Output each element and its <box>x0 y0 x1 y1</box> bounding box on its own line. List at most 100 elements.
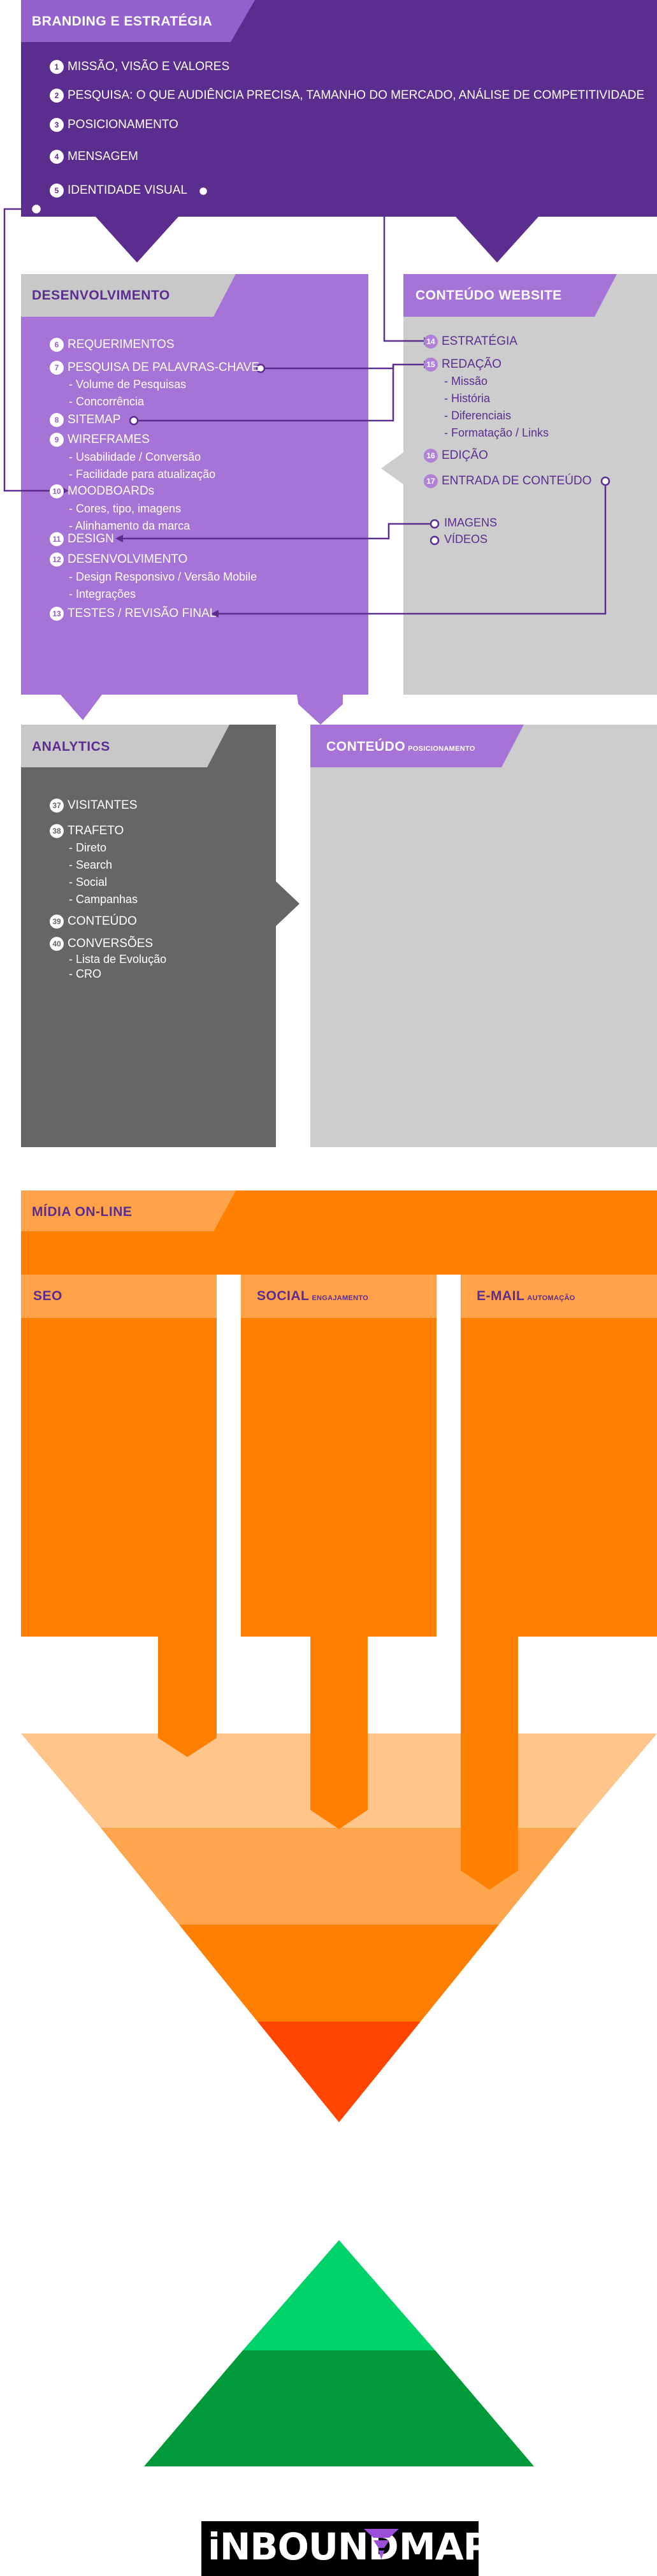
midia-title: MÍDIA ON-LINE <box>32 1205 133 1219</box>
funnel-layer-4 <box>257 2022 421 2122</box>
step-number: 39 <box>50 915 64 929</box>
step-number: 13 <box>50 607 64 621</box>
step-number: 4 <box>50 150 64 164</box>
seo-column-header <box>21 1275 217 1318</box>
inbound-map-logo: iNBOUND MAP <box>201 2521 490 2576</box>
list-item: 1 MISSÃO, VISÃO E VALORES <box>50 60 229 74</box>
social-column-title-text: SOCIAL <box>257 1289 310 1303</box>
analytics-panel <box>21 725 300 1147</box>
list-item: 39 CONTEÚDO <box>50 915 137 929</box>
sub-item: - Social <box>69 876 108 888</box>
step-label: CONVERSÕES <box>68 937 154 950</box>
list-item: 6 REQUERIMENTOS <box>50 338 175 352</box>
step-number: 12 <box>50 553 64 567</box>
step-number: 2 <box>50 89 64 103</box>
email-column-body <box>461 1318 657 1637</box>
list-item: 40 CONVERSÕES <box>50 937 153 951</box>
midia-band <box>21 1231 657 1275</box>
seo-column-title-text: SEO <box>33 1289 62 1303</box>
step-number: 6 <box>50 338 64 352</box>
step-number: 16 <box>424 449 438 463</box>
conteudo-website-header <box>403 274 617 317</box>
list-item: 3 POSICIONAMENTO <box>50 118 178 132</box>
sub-item: - Lista de Evolução <box>69 953 167 966</box>
sub-item: - Facilidade para atualização <box>69 468 216 481</box>
extra-item-imagens: IMAGENS <box>444 516 498 529</box>
desenvolvimento-title: DESENVOLVIMENTO <box>32 288 170 303</box>
sub-item: - Usabilidade / Conversão <box>69 451 201 463</box>
analytics-title: ANALYTICS <box>32 739 110 754</box>
step-label: REQUERIMENTOS <box>68 338 175 351</box>
social-tail <box>310 1637 368 1829</box>
step-number: 3 <box>50 118 64 132</box>
step-number: 8 <box>50 413 64 427</box>
logo-text-right: MAP <box>399 2525 490 2568</box>
sub-item: - Search <box>69 858 113 871</box>
step-number: 17 <box>424 474 438 488</box>
funnel-layer-3 <box>179 1925 499 2022</box>
social-column-body <box>241 1318 437 1637</box>
seo-column-body <box>21 1318 217 1637</box>
seo-column-title: SEO <box>33 1289 65 1304</box>
step-number: 11 <box>50 532 64 546</box>
step-number: 14 <box>424 335 438 349</box>
desenvolvimento-header-purple <box>213 274 368 317</box>
step-label: MENSAGEM <box>68 150 138 163</box>
midia-header-dark <box>213 1190 657 1231</box>
social-column-subtitle: ENGAJAMENTO <box>312 1294 369 1302</box>
sub-item: - Alinhamento da marca <box>69 519 191 532</box>
step-label: CONTEÚDO <box>68 915 137 928</box>
step-label: MISSÃO, VISÃO E VALORES <box>68 60 230 73</box>
sub-item: - CRO <box>69 967 101 980</box>
sub-item: - Integrações <box>69 588 136 600</box>
funnel-layer-2 <box>101 1828 577 1925</box>
pyramid-bottom <box>144 2350 534 2466</box>
conteudo-posicionamento-panel <box>310 725 657 1147</box>
desenvolvimento-header-gray <box>21 274 236 317</box>
sub-item: - História <box>444 392 491 405</box>
pyramid-top <box>243 2240 435 2350</box>
email-column-subtitle: AUTOMAÇÃO <box>527 1294 575 1302</box>
step-label: PESQUISA DE PALAVRAS-CHAVE <box>68 361 259 374</box>
sub-item: - Design Responsivo / Versão Mobile <box>69 570 257 583</box>
step-number: 38 <box>50 824 64 838</box>
step-label: VISITANTES <box>68 799 138 812</box>
conteudo-posicionamento-subtitle: POSICIONAMENTO <box>408 745 475 753</box>
extra-item-videos: VÍDEOS <box>444 533 488 546</box>
step-label: ESTRATÉGIA <box>442 335 517 348</box>
sub-item: - Missão <box>444 375 488 387</box>
email-column-title-text: E-MAIL <box>477 1289 525 1303</box>
sub-item: - Direto <box>69 841 107 854</box>
branding-tab <box>21 0 255 42</box>
midia-header-light <box>21 1190 236 1231</box>
step-number: 40 <box>50 937 64 951</box>
sub-item: - Volume de Pesquisas <box>69 378 187 391</box>
step-number: 5 <box>50 184 64 198</box>
step-number: 15 <box>424 358 438 372</box>
step-label: WIREFRAMES <box>68 433 150 446</box>
step-number: 1 <box>50 60 64 74</box>
conteudo-posicionamento-title-text: CONTEÚDO <box>326 739 406 754</box>
desenvolvimento-panel <box>21 274 368 725</box>
email-tail <box>461 1637 518 1890</box>
branding-panel <box>21 0 657 263</box>
step-number: 10 <box>50 484 64 498</box>
conteudo-website-panel <box>381 274 657 695</box>
list-item: 4 MENSAGEM <box>50 150 138 164</box>
sub-item: - Cores, tipo, imagens <box>69 502 182 515</box>
step-label: POSICIONAMENTO <box>68 118 178 131</box>
sub-item: - Campanhas <box>69 893 138 906</box>
